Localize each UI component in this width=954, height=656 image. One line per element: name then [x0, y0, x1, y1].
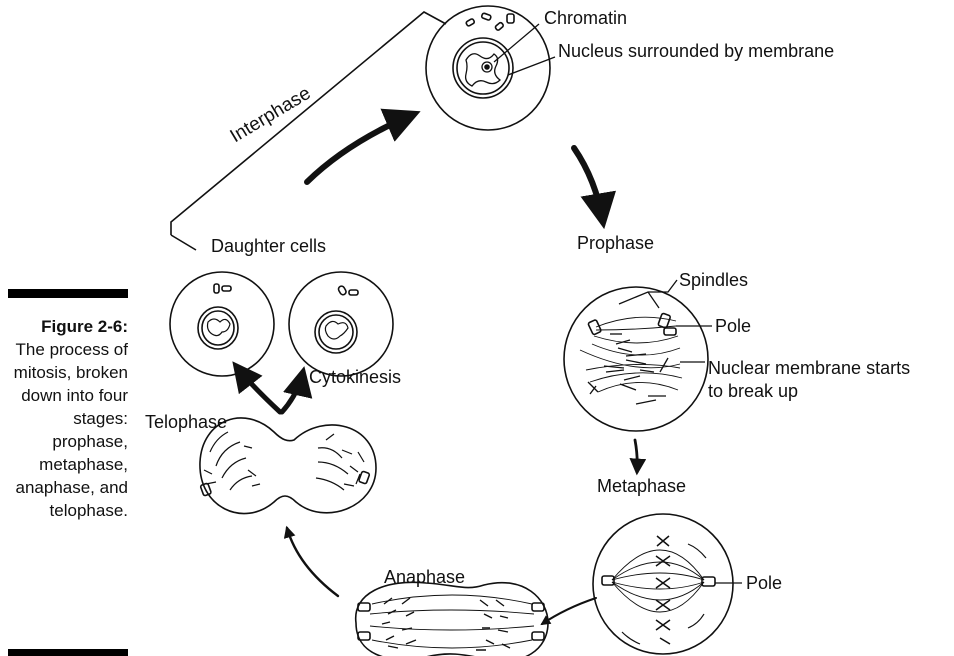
nucleus-label: Nucleus surrounded by membrane — [558, 41, 834, 62]
arrow-to-anaphase — [542, 598, 596, 624]
prophase-cell — [564, 287, 708, 431]
arrow-to-daughter-right — [282, 372, 303, 412]
anaphase-cell — [356, 582, 548, 656]
nuclear-membrane-label-2: to break up — [708, 381, 798, 402]
interphase-leaders — [494, 24, 555, 75]
cytokinesis-label: Cytokinesis — [309, 367, 401, 388]
arrow-to-metaphase — [635, 440, 637, 472]
daughter-cell-left — [170, 272, 274, 376]
spindles-label: Spindles — [679, 270, 748, 291]
metaphase-pole-label: Pole — [746, 573, 782, 594]
arrow-to-daughter-left — [236, 366, 280, 412]
metaphase-label: Metaphase — [597, 476, 686, 497]
arrow-to-prophase — [574, 148, 603, 222]
metaphase-cell — [593, 514, 733, 654]
interphase-bracket — [171, 12, 446, 250]
telophase-label: Telophase — [145, 412, 227, 433]
interphase-cell — [426, 6, 550, 130]
cycle-arrows — [236, 114, 637, 624]
prophase-label: Prophase — [577, 233, 654, 254]
chromatin-label: Chromatin — [544, 8, 627, 29]
prophase-pole-label: Pole — [715, 316, 751, 337]
arrow-to-telophase — [287, 528, 338, 596]
nuclear-membrane-label-1: Nuclear membrane starts — [708, 358, 910, 379]
daughter-cells-label: Daughter cells — [211, 236, 326, 257]
arrow-to-interphase — [307, 114, 414, 182]
daughter-cell-right — [289, 272, 393, 376]
anaphase-label: Anaphase — [384, 567, 465, 588]
